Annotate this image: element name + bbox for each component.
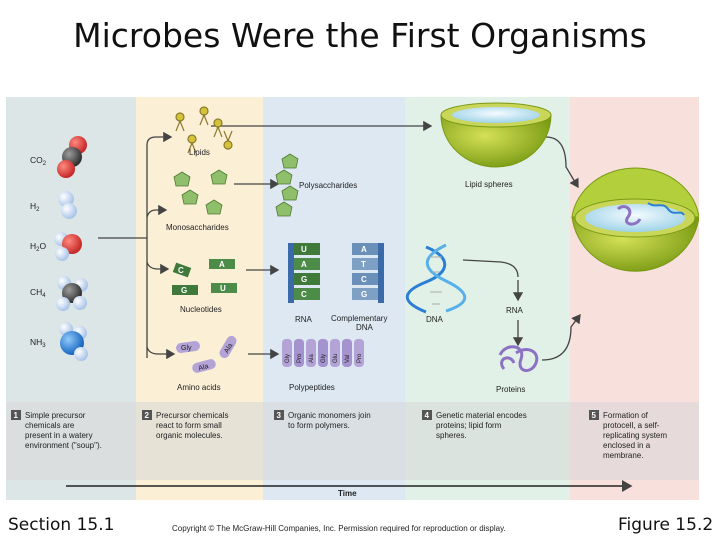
- svg-text:react to form small: react to form small: [156, 421, 222, 430]
- svg-text:to form polymers.: to form polymers.: [288, 421, 350, 430]
- steps-band: [6, 402, 699, 480]
- svg-text:Genetic material encodes: Genetic material encodes: [436, 411, 527, 420]
- h2-molecule: [58, 191, 77, 219]
- svg-text:C: C: [178, 266, 184, 275]
- protocell-formation-figure: CO2 H2 H2O CH4 NH3 Lipids Monosacchari: [6, 97, 699, 500]
- svg-text:A: A: [301, 260, 307, 269]
- svg-text:G: G: [361, 290, 367, 299]
- svg-text:5: 5: [592, 411, 597, 420]
- svg-text:Simple precursor: Simple precursor: [25, 411, 86, 420]
- label-co2: CO2: [30, 155, 47, 167]
- svg-text:2: 2: [145, 411, 150, 420]
- svg-text:replicating system: replicating system: [603, 431, 667, 440]
- svg-text:proteins; lipid form: proteins; lipid form: [436, 421, 502, 430]
- label-amino-acids: Amino acids: [177, 383, 221, 392]
- label-h2: H2: [30, 201, 40, 213]
- svg-text:present in a watery: present in a watery: [25, 431, 93, 440]
- protocell: [571, 167, 699, 272]
- svg-text:environment ("soup").: environment ("soup").: [25, 441, 102, 450]
- svg-text:enclosed in a: enclosed in a: [603, 441, 651, 450]
- svg-text:Ala: Ala: [309, 354, 315, 363]
- label-proteins: Proteins: [496, 385, 525, 394]
- label-h2o: H2O: [30, 241, 46, 253]
- svg-text:G: G: [181, 286, 187, 295]
- label-rna-2: RNA: [506, 306, 524, 315]
- svg-text:1: 1: [14, 411, 19, 420]
- co2-molecule: [57, 136, 87, 178]
- lipid-sphere: [440, 102, 552, 168]
- svg-text:4: 4: [425, 411, 430, 420]
- complementary-dna-strand: A T C G: [352, 243, 384, 303]
- ch4-molecule: [56, 276, 88, 311]
- label-complementary: Complementary: [331, 314, 387, 323]
- monosaccharide-shapes: [173, 169, 228, 215]
- amino-acid-blocks: Gly Ala Ala: [176, 335, 237, 373]
- svg-text:C: C: [301, 290, 307, 299]
- label-rna: RNA: [295, 315, 313, 324]
- svg-text:Ala: Ala: [198, 363, 210, 372]
- label-lipid-spheres: Lipid spheres: [465, 180, 513, 189]
- svg-text:3: 3: [277, 411, 282, 420]
- svg-text:Val: Val: [345, 355, 351, 363]
- protein-shape: [498, 345, 539, 372]
- label-nucleotides: Nucleotides: [180, 305, 222, 314]
- svg-text:Glu: Glu: [333, 354, 339, 363]
- svg-text:A: A: [219, 260, 225, 269]
- nucleotide-blocks: C A G U: [172, 259, 237, 295]
- precursor-arrows: [98, 120, 581, 361]
- svg-text:C: C: [361, 275, 367, 284]
- label-dna: DNA: [426, 315, 444, 324]
- polysaccharide-chain: [275, 153, 299, 217]
- svg-text:Pro: Pro: [297, 353, 303, 363]
- label-lipids: Lipids: [189, 148, 210, 157]
- label-complementary-dna: DNA: [356, 323, 374, 332]
- label-time: Time: [338, 489, 357, 498]
- svg-text:U: U: [220, 284, 226, 293]
- svg-text:Gly: Gly: [321, 354, 327, 363]
- nh3-molecule: [59, 322, 88, 361]
- lipid-molecules: [175, 106, 233, 154]
- label-polysaccharides: Polysaccharides: [299, 181, 357, 190]
- copyright-notice: Copyright © The McGraw-Hill Companies, I…: [172, 524, 506, 533]
- svg-text:A: A: [361, 245, 367, 254]
- svg-text:Gly: Gly: [285, 354, 291, 363]
- rna-strand: U A G C: [288, 243, 320, 303]
- dna-double-helix: [405, 243, 467, 314]
- label-polypeptides: Polypeptides: [289, 383, 335, 392]
- svg-text:protocell, a self-: protocell, a self-: [603, 421, 660, 430]
- svg-text:Precursor chemicals: Precursor chemicals: [156, 411, 228, 420]
- svg-text:chemicals are: chemicals are: [25, 421, 75, 430]
- label-monosaccharides: Monosaccharides: [166, 223, 229, 232]
- polypeptide-chain: Gly Pro Ala Gly Glu Val Pro: [282, 339, 364, 367]
- svg-text:membrane.: membrane.: [603, 451, 643, 460]
- svg-text:Gly: Gly: [181, 345, 192, 352]
- label-ch4: CH4: [30, 287, 46, 299]
- h2o-molecule: [54, 232, 82, 261]
- svg-text:T: T: [361, 260, 366, 269]
- svg-text:G: G: [301, 275, 307, 284]
- svg-text:Formation of: Formation of: [603, 411, 649, 420]
- label-nh3: NH3: [30, 337, 46, 349]
- svg-text:U: U: [301, 245, 307, 254]
- svg-text:spheres.: spheres.: [436, 431, 467, 440]
- slide-title: Microbes Were the First Organisms: [73, 16, 647, 55]
- svg-text:Ala: Ala: [223, 342, 234, 354]
- svg-text:Pro: Pro: [357, 353, 363, 363]
- section-label: Section 15.1: [8, 515, 115, 535]
- svg-text:organic molecules.: organic molecules.: [156, 431, 223, 440]
- svg-text:Organic monomers join: Organic monomers join: [288, 411, 371, 420]
- figure-label: Figure 15.2: [618, 515, 714, 535]
